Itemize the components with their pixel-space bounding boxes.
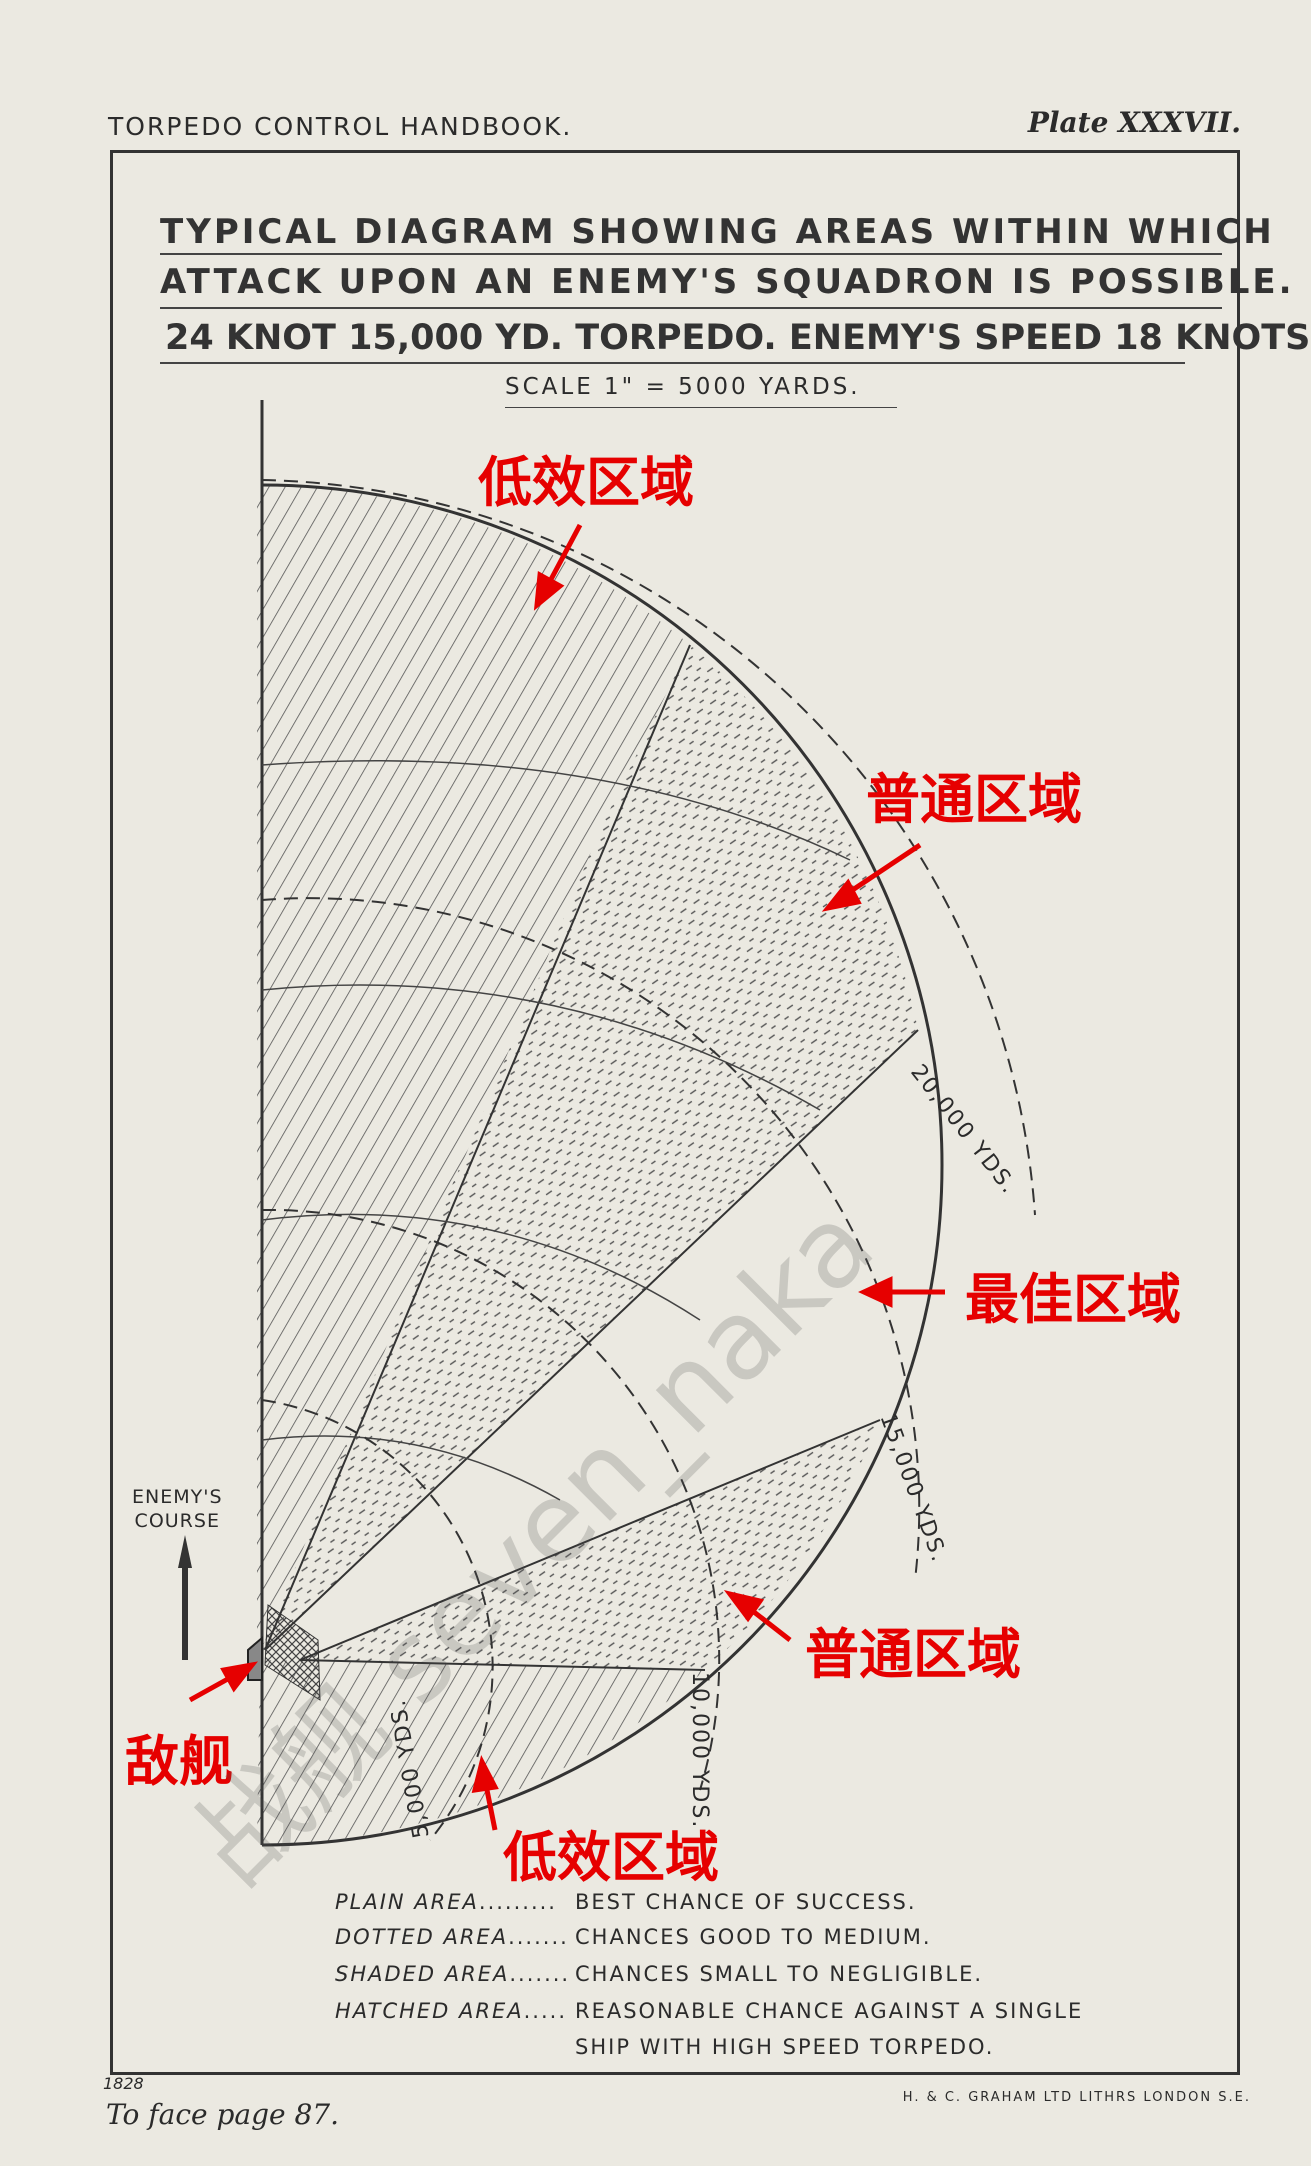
title-line-2: ATTACK UPON AN ENEMY'S SQUADRON IS POSSI… [160,262,1295,302]
legend-row-shaded: SHADED AREA....... CHANCES SMALL TO NEGL… [335,1962,981,1999]
plate-number: Plate XXXVII. [1027,106,1241,139]
annotation-best: 最佳区域 [965,1268,1181,1331]
range-arc-15000 [261,897,921,1581]
legend-dots: ....... [508,1925,569,1949]
legend-term: DOTTED AREA [335,1925,509,1949]
legend-row-hatched: HATCHED AREA..... REASONABLE CHANCE AGAI… [335,1999,1081,2035]
legend-row-plain: PLAIN AREA......... BEST CHANCE OF SUCCE… [335,1890,915,1925]
outer-boundary-arc [261,483,944,1847]
legend-term: PLAIN AREA [335,1890,479,1914]
range-arc-5000 [261,1399,494,1841]
annotation-low-top: 低效区域 [478,451,694,514]
legend: PLAIN AREA......... BEST CHANCE OF SUCCE… [335,1890,1081,2059]
annotation-enemy-ship: 敌舰 [125,1730,233,1793]
legend-desc: CHANCES SMALL TO NEGLIGIBLE. [575,1962,984,1986]
dotted-area-top [265,645,918,1650]
title-line-1: TYPICAL DIAGRAM SHOWING AREAS WITHIN WHI… [160,212,1275,252]
title-line-3: 24 KNOT 15,000 YD. TORPEDO. ENEMY'S SPEE… [165,318,1311,358]
enemy-course-line-1: ENEMY'S [132,1486,223,1508]
annotation-normal-bottom: 普通区域 [805,1623,1021,1686]
range-label-10000: 10,000 YDS. [687,1672,712,1830]
annotation-arrows [188,523,945,1831]
face-page-note: To face page 87. [106,2098,340,2131]
running-header: TORPEDO CONTROL HANDBOOK. [108,112,573,141]
shaded-area-top [257,485,690,1380]
legend-desc: BEST CHANCE OF SUCCESS. [575,1890,917,1914]
shaded-area-bottom [257,1660,705,1845]
dotted-area-top2 [257,645,690,1660]
legend-dots: ......... [478,1890,557,1914]
scale-caption: SCALE 1" = 5000 YARDS. [505,374,861,400]
legend-term: SHADED AREA [335,1962,510,1986]
annotation-normal-top: 普通区域 [866,768,1082,831]
enemy-ship-marker [247,1635,263,1681]
title-underline-3 [160,362,1185,364]
annotation-low-bottom: 低效区域 [503,1826,719,1889]
title-underline-2 [160,307,1222,309]
range-arc-20000 [261,479,1036,1216]
legend-dots: ....... [509,1962,571,1986]
legend-dots: ..... [523,1999,568,2023]
range-arc-10000 [261,1208,721,1791]
plain-area [265,1030,931,1660]
printer-imprint: H. & C. GRAHAM LTD LITHRS LONDON S.E. [902,2090,1251,2105]
legend-desc: REASONABLE CHANCE AGAINST A SINGLE [575,1999,1084,2023]
title-underline-1 [160,253,1222,255]
hatched-area [264,1604,321,1701]
dotted-area-bottom [300,1420,880,1670]
legend-term: HATCHED AREA [335,1999,524,2023]
plate-code: 1828 [103,2074,144,2093]
legend-desc: CHANCES GOOD TO MEDIUM. [575,1925,932,1949]
enemy-course-line-2: COURSE [134,1510,220,1532]
legend-row-dotted: DOTTED AREA....... CHANCES GOOD TO MEDIU… [335,1925,930,1962]
plate-frame [110,150,1240,2075]
legend-continuation: SHIP WITH HIGH SPEED TORPEDO. [575,2035,995,2059]
enemy-course-label: ENEMY'S COURSE [132,1485,223,1533]
scale-underline [505,407,897,408]
